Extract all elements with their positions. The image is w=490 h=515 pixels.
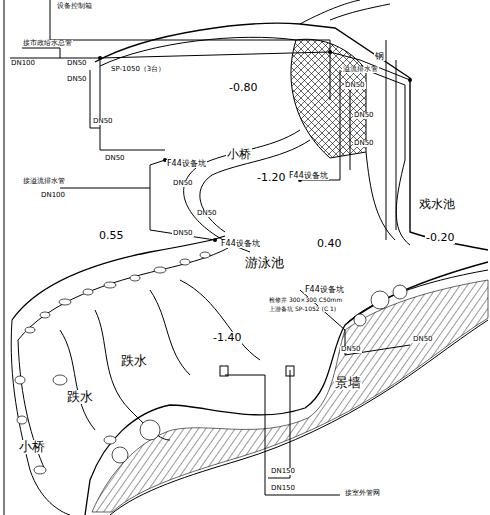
pipe-size: DN50 — [92, 118, 114, 125]
equipment-tag: SP-1050（3台） — [110, 66, 166, 73]
area-name: 跌水 — [66, 390, 94, 404]
material-note: 钢 — [374, 52, 385, 61]
pipe-size: DN100 — [10, 60, 36, 67]
pipe-size: DN50 — [196, 210, 218, 217]
pit-label: F44设备坑 — [288, 172, 329, 180]
pipe-size: DN50 — [172, 180, 194, 187]
note: 设备控制箱 — [56, 3, 93, 10]
pipe-note: 溢流排水管 — [342, 66, 379, 73]
area-name: 跌水 — [120, 354, 148, 368]
area-name: 游泳池 — [244, 256, 285, 270]
elevation: -0.20 — [425, 232, 455, 244]
pipe-size: DN50 — [66, 76, 88, 83]
pipe-note: 接溢流排水管 — [22, 178, 66, 185]
area-name: 戏水池 — [418, 198, 456, 211]
pipe-size: DN50 — [353, 140, 375, 147]
pipe-note: 接市政给水总管 — [22, 40, 73, 47]
elevation: 0.55 — [98, 230, 125, 242]
elevation: -1.20 — [256, 172, 286, 184]
elevation: 0.40 — [316, 238, 343, 250]
pit-label: F44设备坑 — [304, 286, 345, 294]
area-name: 小桥 — [18, 440, 46, 454]
pit-note: 上游备坑 SP-1052 (C 1) — [268, 306, 337, 312]
pipe-size: DN50 — [344, 82, 366, 89]
area-name: 小桥 — [226, 148, 252, 161]
pipe-size: DN50 — [172, 230, 194, 237]
pit-note: 检修井 300×300 C50mm — [268, 297, 343, 303]
pit-label: F44设备坑 — [220, 240, 261, 248]
pipe-size: DN50 — [353, 112, 375, 119]
pipe-size: DN150 — [270, 468, 296, 475]
elevation: -1.40 — [212, 332, 242, 344]
pipe-size: DN50 — [412, 336, 434, 343]
pipe-size: DN50 — [104, 155, 126, 162]
pipe-size: DN50 — [66, 60, 88, 67]
pipe-size: DN150 — [270, 485, 296, 492]
area-name: 景墙 — [334, 376, 362, 390]
pipe-note: 接室外管网 — [344, 490, 381, 497]
pit-label: F44设备坑 — [166, 160, 207, 168]
pipe-size: DN100 — [40, 192, 66, 199]
elevation: -0.80 — [228, 82, 258, 94]
pipe-size: DN50 — [340, 346, 362, 353]
